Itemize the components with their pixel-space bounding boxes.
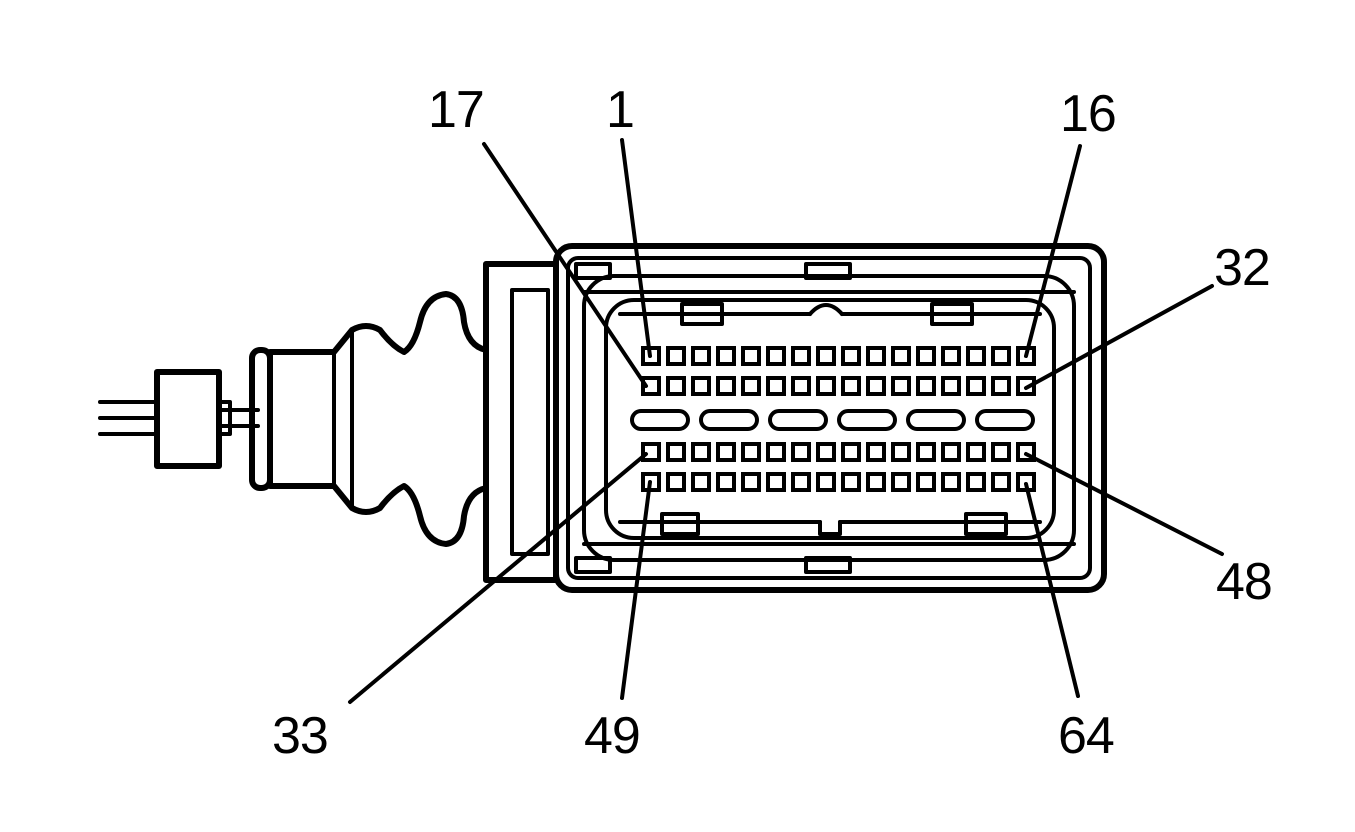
pin-terminal bbox=[966, 472, 986, 492]
connector-housing bbox=[483, 243, 1107, 593]
leader-line-17 bbox=[482, 142, 648, 388]
pin-terminal bbox=[991, 376, 1011, 396]
pin-terminal bbox=[666, 472, 686, 492]
leader-line-49 bbox=[620, 480, 652, 700]
pin-label-17: 17 bbox=[428, 81, 485, 139]
pin-terminal bbox=[891, 346, 911, 366]
key-slots bbox=[630, 409, 1035, 431]
pin-terminal bbox=[791, 442, 811, 462]
rubber-boot bbox=[249, 291, 489, 547]
pin-terminal bbox=[941, 346, 961, 366]
pin-terminal bbox=[866, 472, 886, 492]
pin-terminal bbox=[966, 346, 986, 366]
pin-terminal bbox=[841, 442, 861, 462]
pin-terminal bbox=[766, 376, 786, 396]
pin-terminal bbox=[966, 376, 986, 396]
key-slot bbox=[837, 409, 897, 431]
pin-terminal bbox=[791, 376, 811, 396]
pin-terminal bbox=[941, 472, 961, 492]
leader-line-33 bbox=[348, 452, 648, 704]
pin-label-49: 49 bbox=[584, 707, 641, 765]
pin-terminal bbox=[766, 346, 786, 366]
key-slot bbox=[975, 409, 1035, 431]
pin-terminal bbox=[741, 472, 761, 492]
pin-terminal bbox=[916, 376, 936, 396]
pin-terminal bbox=[941, 442, 961, 462]
pin-terminal bbox=[691, 472, 711, 492]
pin-terminal bbox=[841, 472, 861, 492]
pin-terminal bbox=[991, 442, 1011, 462]
pin-terminal bbox=[916, 346, 936, 366]
pin-terminal bbox=[716, 442, 736, 462]
pin-terminal bbox=[816, 346, 836, 366]
pin-terminal bbox=[941, 376, 961, 396]
pin-terminal bbox=[841, 346, 861, 366]
pin-terminal bbox=[866, 346, 886, 366]
leader-lines bbox=[348, 138, 1224, 704]
pin-terminal bbox=[916, 472, 936, 492]
pin-terminal bbox=[691, 442, 711, 462]
leader-line-16 bbox=[1024, 144, 1082, 358]
pin-label-64: 64 bbox=[1058, 707, 1115, 765]
pin-terminal bbox=[966, 442, 986, 462]
pin-terminal bbox=[791, 346, 811, 366]
pin-terminal bbox=[666, 442, 686, 462]
pin-grid bbox=[641, 346, 1036, 492]
pin-terminal bbox=[916, 442, 936, 462]
pin-terminal bbox=[766, 472, 786, 492]
pin-label-32: 32 bbox=[1214, 239, 1271, 297]
pin-terminal bbox=[691, 376, 711, 396]
pin-terminal bbox=[816, 472, 836, 492]
pin-terminal bbox=[716, 472, 736, 492]
pin-terminal bbox=[816, 376, 836, 396]
leader-line-32 bbox=[1024, 284, 1214, 390]
wire-bundle bbox=[98, 400, 260, 436]
pin-terminal bbox=[791, 472, 811, 492]
leader-line-48 bbox=[1024, 452, 1224, 556]
key-slot bbox=[906, 409, 966, 431]
pin-label-1: 1 bbox=[606, 81, 635, 139]
pin-terminal bbox=[991, 472, 1011, 492]
pin-terminal bbox=[866, 442, 886, 462]
pin-terminal bbox=[841, 376, 861, 396]
leader-line-1 bbox=[620, 138, 652, 358]
pin-terminal bbox=[891, 442, 911, 462]
pin-terminal bbox=[816, 442, 836, 462]
pin-terminal bbox=[641, 376, 661, 396]
pin-terminal bbox=[891, 472, 911, 492]
pin-terminal bbox=[716, 346, 736, 366]
pin-terminal bbox=[891, 376, 911, 396]
pin-terminal bbox=[741, 442, 761, 462]
pin-terminal bbox=[991, 346, 1011, 366]
pin-terminal bbox=[641, 442, 661, 462]
key-slot bbox=[768, 409, 828, 431]
pin-terminal bbox=[741, 346, 761, 366]
pin-label-33: 33 bbox=[272, 707, 329, 765]
leader-line-64 bbox=[1024, 482, 1080, 698]
pin-label-48: 48 bbox=[1216, 553, 1273, 611]
pin-terminal bbox=[766, 442, 786, 462]
pin-terminal bbox=[716, 376, 736, 396]
pin-terminal bbox=[741, 376, 761, 396]
pin-terminal bbox=[866, 376, 886, 396]
pin-terminal bbox=[691, 346, 711, 366]
pin-terminal bbox=[666, 376, 686, 396]
key-slot bbox=[699, 409, 759, 431]
key-slot bbox=[630, 409, 690, 431]
wire-clamp bbox=[154, 369, 232, 469]
pin-label-16: 16 bbox=[1060, 85, 1117, 143]
pin-terminal bbox=[666, 346, 686, 366]
